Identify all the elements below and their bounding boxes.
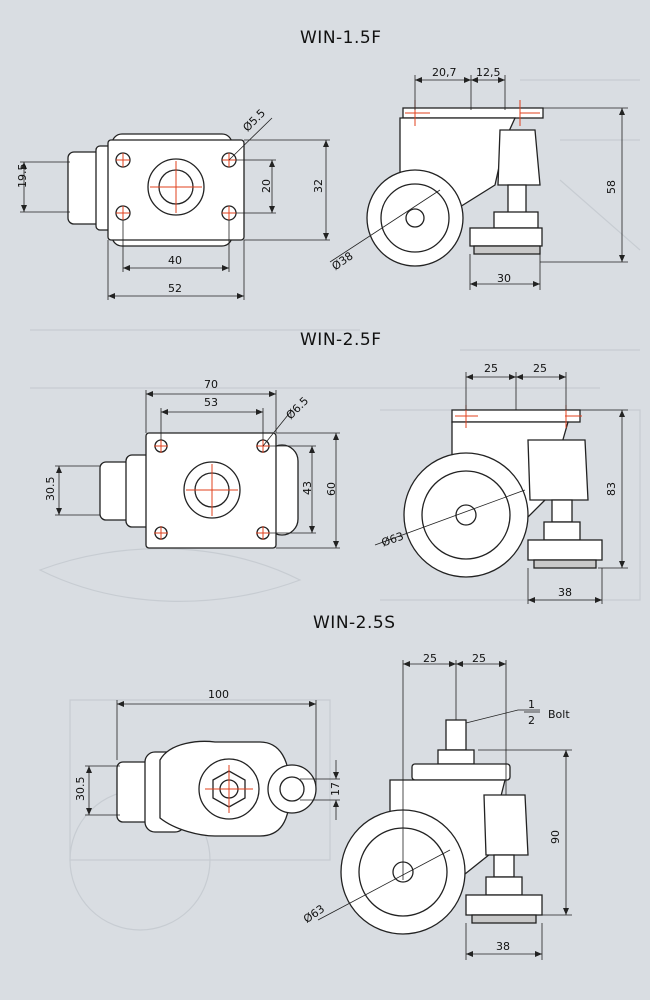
bolt-stem: [445, 719, 467, 751]
dim-plate-height: 32: [312, 179, 325, 193]
dim-hole-spacing: 20: [260, 179, 273, 193]
dim-offset-left: 20,7: [432, 66, 457, 79]
bolt-label: Bolt: [548, 708, 570, 721]
dim-wheel-dia: Ø63: [301, 902, 327, 926]
dim-total-height: 58: [605, 180, 618, 194]
dim-height: 30.5: [74, 777, 87, 802]
dim-offset-left: 25: [423, 652, 437, 665]
dim-height: 30.5: [44, 477, 57, 502]
dim-total-height: 90: [549, 830, 562, 844]
dim-width-outer: 70: [204, 378, 218, 391]
dim-width-outer: 52: [168, 282, 182, 295]
dim-offset-left: 25: [484, 362, 498, 375]
bolt-fraction-denominator: 2: [528, 714, 535, 727]
dim-pad-width: 38: [496, 940, 510, 953]
dim-length: 100: [208, 688, 229, 701]
dim-plate-height: 60: [325, 482, 338, 496]
dim-stem-width: 17: [329, 782, 342, 796]
dim-offset-right: 25: [472, 652, 486, 665]
dim-width-inner: 40: [168, 254, 182, 267]
dim-offset-right: 12,5: [476, 66, 501, 79]
dim-hole-spacing: 43: [301, 481, 314, 495]
dim-offset-right: 25: [533, 362, 547, 375]
section-title-win-1-5f: WIN-1.5F: [300, 28, 382, 48]
bolt-fraction-numerator: 1: [528, 698, 535, 711]
dim-total-height: 83: [605, 482, 618, 496]
section-title-win-2-5f: WIN-2.5F: [300, 330, 382, 350]
dim-pad-width: 38: [558, 586, 572, 599]
dim-height: 19.5: [16, 164, 29, 189]
section-title-win-2-5s: WIN-2.5S: [313, 613, 396, 633]
dim-pad-width: 30: [497, 272, 511, 285]
dim-width-inner: 53: [204, 396, 218, 409]
